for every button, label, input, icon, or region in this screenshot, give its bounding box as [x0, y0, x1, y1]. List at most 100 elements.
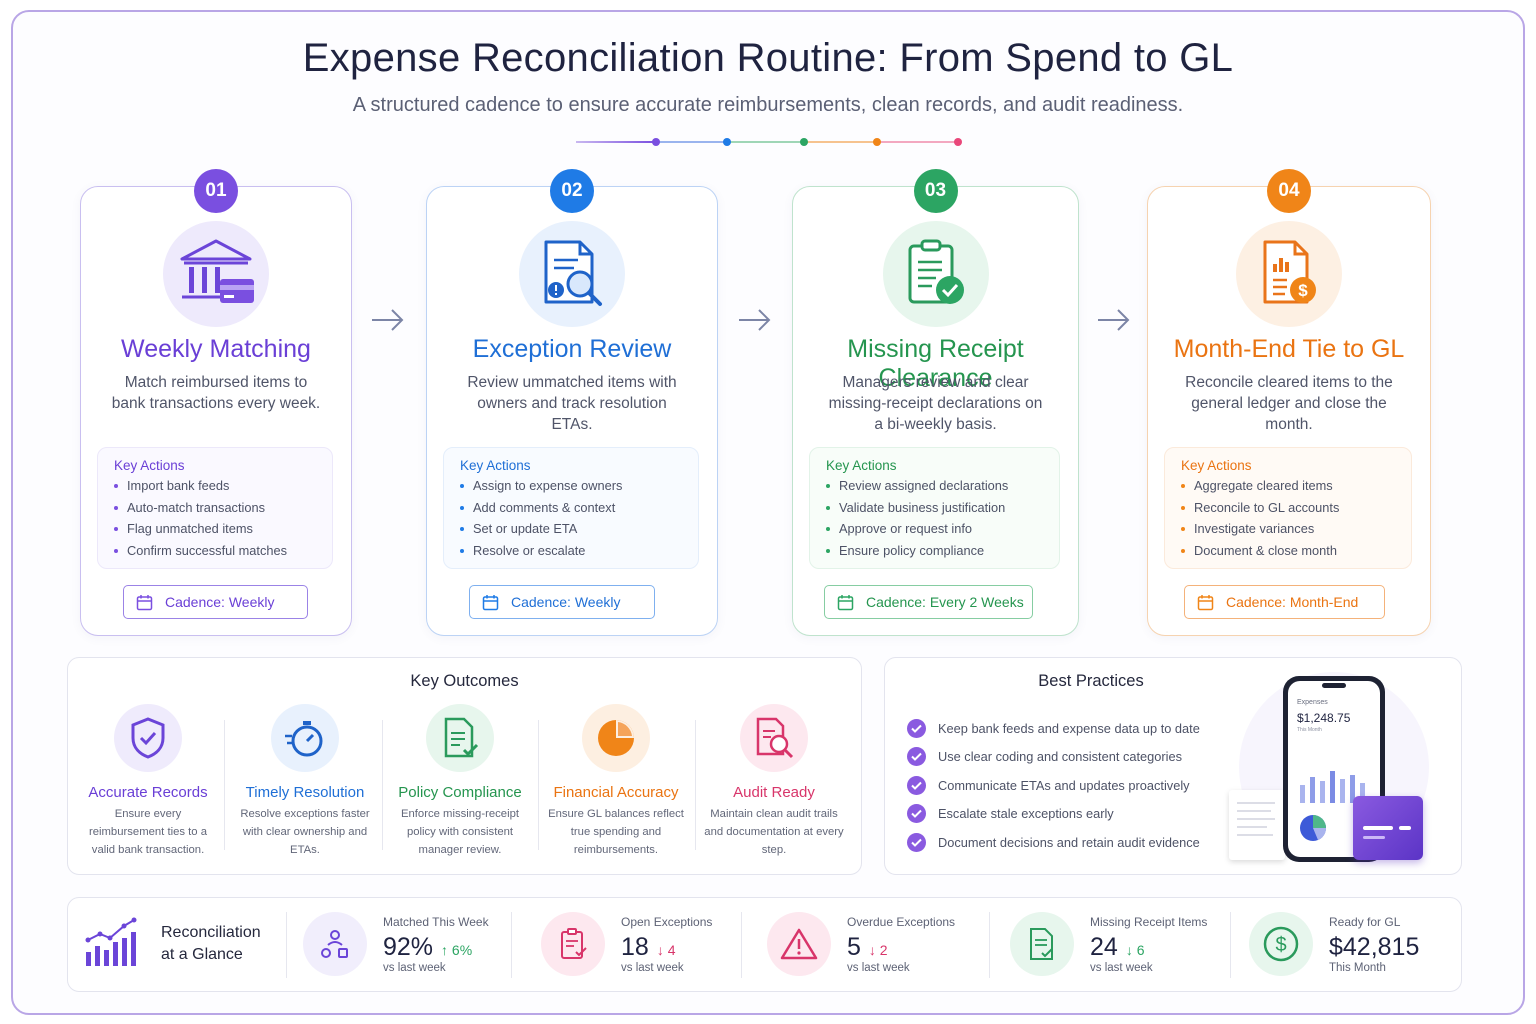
glance-title: Reconciliation at a Glance	[161, 922, 261, 966]
step-card-exception-review: 02 Exception Review Review ummatched ite…	[426, 169, 718, 636]
key-actions-title: Key Actions	[114, 458, 185, 473]
step-number-badge: 01	[194, 169, 238, 213]
metric-overdue-exceptions: Overdue Exceptions 5↓ 2 vs last week	[767, 908, 977, 983]
action-item: Confirm successful matches	[114, 543, 316, 565]
action-item: Auto-match transactions	[114, 500, 316, 522]
best-practice-item: Use clear coding and consistent categori…	[907, 743, 1200, 772]
cadence-label: Cadence: Weekly	[511, 594, 621, 610]
people-icon	[303, 912, 367, 976]
key-actions-title: Key Actions	[1181, 458, 1252, 473]
key-outcomes-panel: Key Outcomes Accurate Records Ensure eve…	[67, 657, 862, 875]
action-item: Import bank feeds	[114, 478, 316, 500]
best-practice-item: Keep bank feeds and expense data up to d…	[907, 714, 1200, 743]
metric-sub: vs last week	[621, 962, 684, 974]
arrow-right-icon	[372, 309, 404, 331]
key-outcomes-title: Key Outcomes	[410, 672, 519, 690]
step-card-month-end-tie-to-gl: 04 $ Month-End Tie to GL Reconcile clear…	[1147, 169, 1431, 636]
svg-text:$: $	[1298, 281, 1308, 300]
metric-value-row: 18↓ 4	[621, 933, 676, 962]
outcome-timely-resolution: Timely Resolution Resolve exceptions fas…	[227, 704, 383, 859]
metric-label: Overdue Exceptions	[847, 915, 956, 929]
best-practice-item: Communicate ETAs and updates proactively	[907, 771, 1200, 800]
metric-value: 92%	[383, 933, 434, 961]
outcome-accurate-records: Accurate Records Ensure every reimbursem…	[70, 704, 226, 859]
check-icon	[907, 775, 926, 795]
action-item: Review assigned declarations	[826, 478, 1043, 500]
metric-delta: ↑ 6%	[441, 942, 473, 958]
svg-text:$: $	[1275, 934, 1286, 956]
metric-value: 24	[1090, 933, 1118, 961]
outcome-financial-accuracy: Financial Accuracy Ensure GL balances re…	[538, 704, 694, 859]
calendar-icon	[1197, 594, 1214, 610]
phone-illustration: Expenses $1,248.75 This Month	[1219, 672, 1445, 868]
check-icon	[907, 832, 926, 852]
metric-value-row: $42,815	[1329, 933, 1427, 962]
metric-missing-receipt-items: Missing Receipt Items 24↓ 6 vs last week	[1010, 908, 1230, 983]
receipt-illustration	[1229, 790, 1285, 860]
key-actions-box: Key Actions Review assigned declarations…	[809, 447, 1060, 569]
metric-delta: ↓ 6	[1125, 942, 1145, 958]
cadence-label: Cadence: Month-End	[1226, 594, 1359, 610]
metric-label: Open Exceptions	[621, 915, 713, 929]
step-number-badge: 02	[550, 169, 594, 213]
step-card-missing-receipt-clearance: 03 Missing Receipt Clearance Managers re…	[792, 169, 1079, 636]
metric-value-row: 92% ↑ 6%	[383, 933, 472, 962]
card-illustration	[1353, 796, 1423, 860]
action-item: Aggregate cleared items	[1181, 478, 1395, 500]
outcome-description: Ensure GL balances reflect true spending…	[548, 808, 684, 856]
key-actions-box: Key Actions Import bank feeds Auto-match…	[97, 447, 333, 569]
metric-label: Missing Receipt Items	[1090, 915, 1208, 929]
action-item: Set or update ETA	[460, 521, 682, 543]
cadence-tag: Cadence: Weekly	[469, 585, 655, 619]
step-description: Review ummatched items with owners and t…	[467, 374, 677, 433]
audit-search-icon	[740, 704, 808, 772]
action-item: Add comments & context	[460, 500, 682, 522]
best-practice-text: Escalate stale exceptions early	[938, 806, 1114, 822]
page-subtitle: A structured cadence to ensure accurate …	[352, 94, 1184, 116]
phone-label: Expenses	[1297, 699, 1328, 706]
metric-value-row: 5↓ 2	[847, 933, 888, 962]
metric-value: $42,815	[1329, 933, 1420, 961]
outcome-title: Policy Compliance	[398, 784, 522, 801]
bank-card-icon	[163, 221, 269, 327]
action-item: Document & close month	[1181, 543, 1395, 565]
shield-check-icon	[114, 704, 182, 772]
step-number-badge: 04	[1267, 169, 1311, 213]
action-item: Assign to expense owners	[460, 478, 682, 500]
action-item: Investigate variances	[1181, 521, 1395, 543]
key-actions-title: Key Actions	[460, 458, 531, 473]
outcome-description: Ensure every reimbursement ties to a val…	[88, 808, 208, 856]
metric-label: Matched This Week	[383, 915, 489, 929]
cadence-tag: Cadence: Every 2 Weeks	[824, 585, 1033, 619]
check-icon	[907, 718, 926, 738]
phone-pie-icon	[1300, 815, 1326, 841]
action-item: Resolve or escalate	[460, 543, 682, 565]
arrow-right-icon	[739, 309, 771, 331]
arrow-right-icon	[1098, 309, 1130, 331]
clipboard-check-icon	[882, 221, 989, 327]
action-item: Flag unmatched items	[114, 521, 316, 543]
check-icon	[907, 747, 926, 767]
step-title: Month-End Tie to GL	[1173, 335, 1405, 363]
metric-sub: vs last week	[847, 962, 910, 974]
pie-chart-icon	[582, 704, 650, 772]
outcome-description: Maintain clean audit trails and document…	[704, 808, 844, 856]
best-practices-title: Best Practices	[1038, 672, 1144, 690]
phone-period: This Month	[1297, 727, 1322, 733]
metric-value-row: 24 ↓ 6	[1090, 933, 1145, 962]
page-title: Expense Reconciliation Routine: From Spe…	[302, 36, 1234, 80]
outcome-title: Financial Accuracy	[553, 784, 679, 801]
document-check-icon	[426, 704, 494, 772]
report-dollar-icon: $	[1236, 221, 1342, 327]
outcome-title: Audit Ready	[733, 784, 815, 801]
best-practice-text: Communicate ETAs and updates proactively	[938, 777, 1190, 793]
outcome-description: Enforce missing-receipt policy with cons…	[400, 808, 520, 856]
action-item: Approve or request info	[826, 521, 1043, 543]
metric-delta: ↓ 4	[656, 942, 676, 958]
metric-matched-this-week: Matched This Week 92%↑ 6% vs last week	[303, 908, 513, 983]
calendar-icon	[136, 594, 153, 610]
dollar-icon: $	[1249, 912, 1313, 976]
best-practice-text: Document decisions and retain audit evid…	[938, 834, 1200, 850]
cadence-label: Cadence: Weekly	[165, 594, 275, 610]
cadence-tag: Cadence: Month-End	[1184, 585, 1385, 619]
